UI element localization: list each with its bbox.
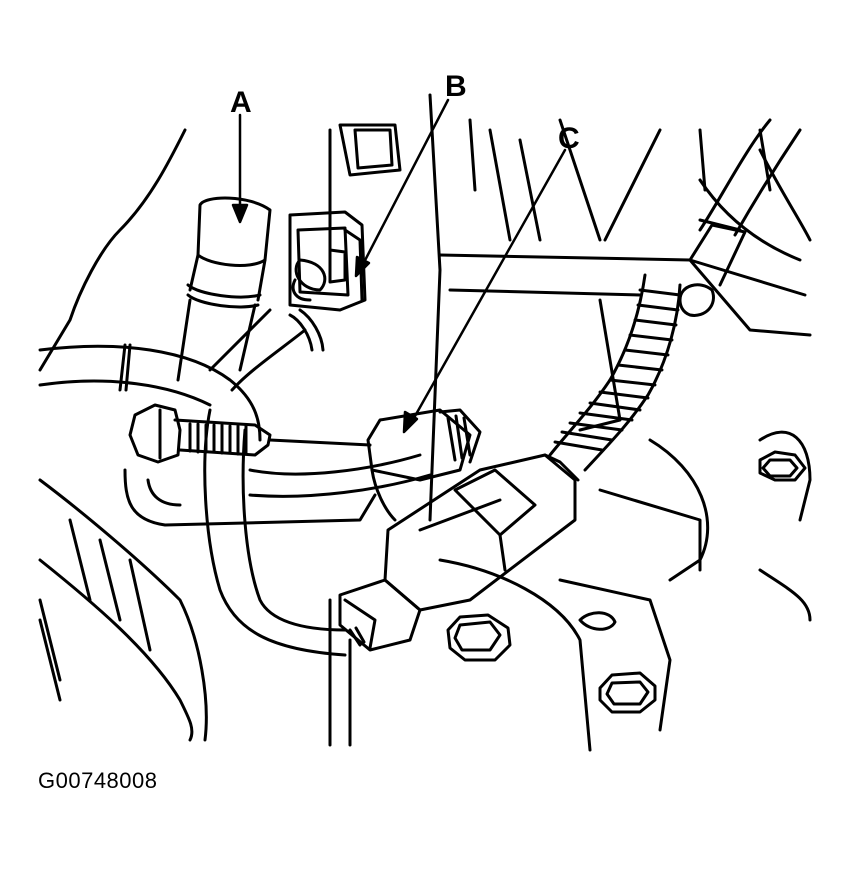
sensor-pipe (208, 308, 325, 392)
hex-bolt-right-upper (758, 450, 807, 482)
upper-right-pipe (678, 118, 802, 317)
engine-block-outline (38, 93, 812, 752)
callout-arrow-b (354, 98, 450, 278)
callout-arrow-c (402, 148, 567, 434)
callout-label-c: C (558, 122, 580, 155)
callout-label-a: A (230, 86, 252, 119)
figure-id: G00748008 (38, 768, 158, 793)
connector-a (176, 196, 272, 382)
harness-connector-body (338, 453, 580, 652)
mounting-bracket (123, 468, 377, 527)
wiring-harness-loom (38, 343, 432, 657)
callout-label-b: B (445, 70, 467, 103)
hex-bolt-lower (598, 671, 657, 714)
corrugated-conduit (548, 273, 682, 472)
connector-b (288, 210, 367, 312)
hex-bolt-center (446, 613, 512, 662)
long-bolt (128, 403, 372, 464)
callout-arrow-a (231, 113, 249, 224)
harness-clip-c (366, 408, 482, 522)
